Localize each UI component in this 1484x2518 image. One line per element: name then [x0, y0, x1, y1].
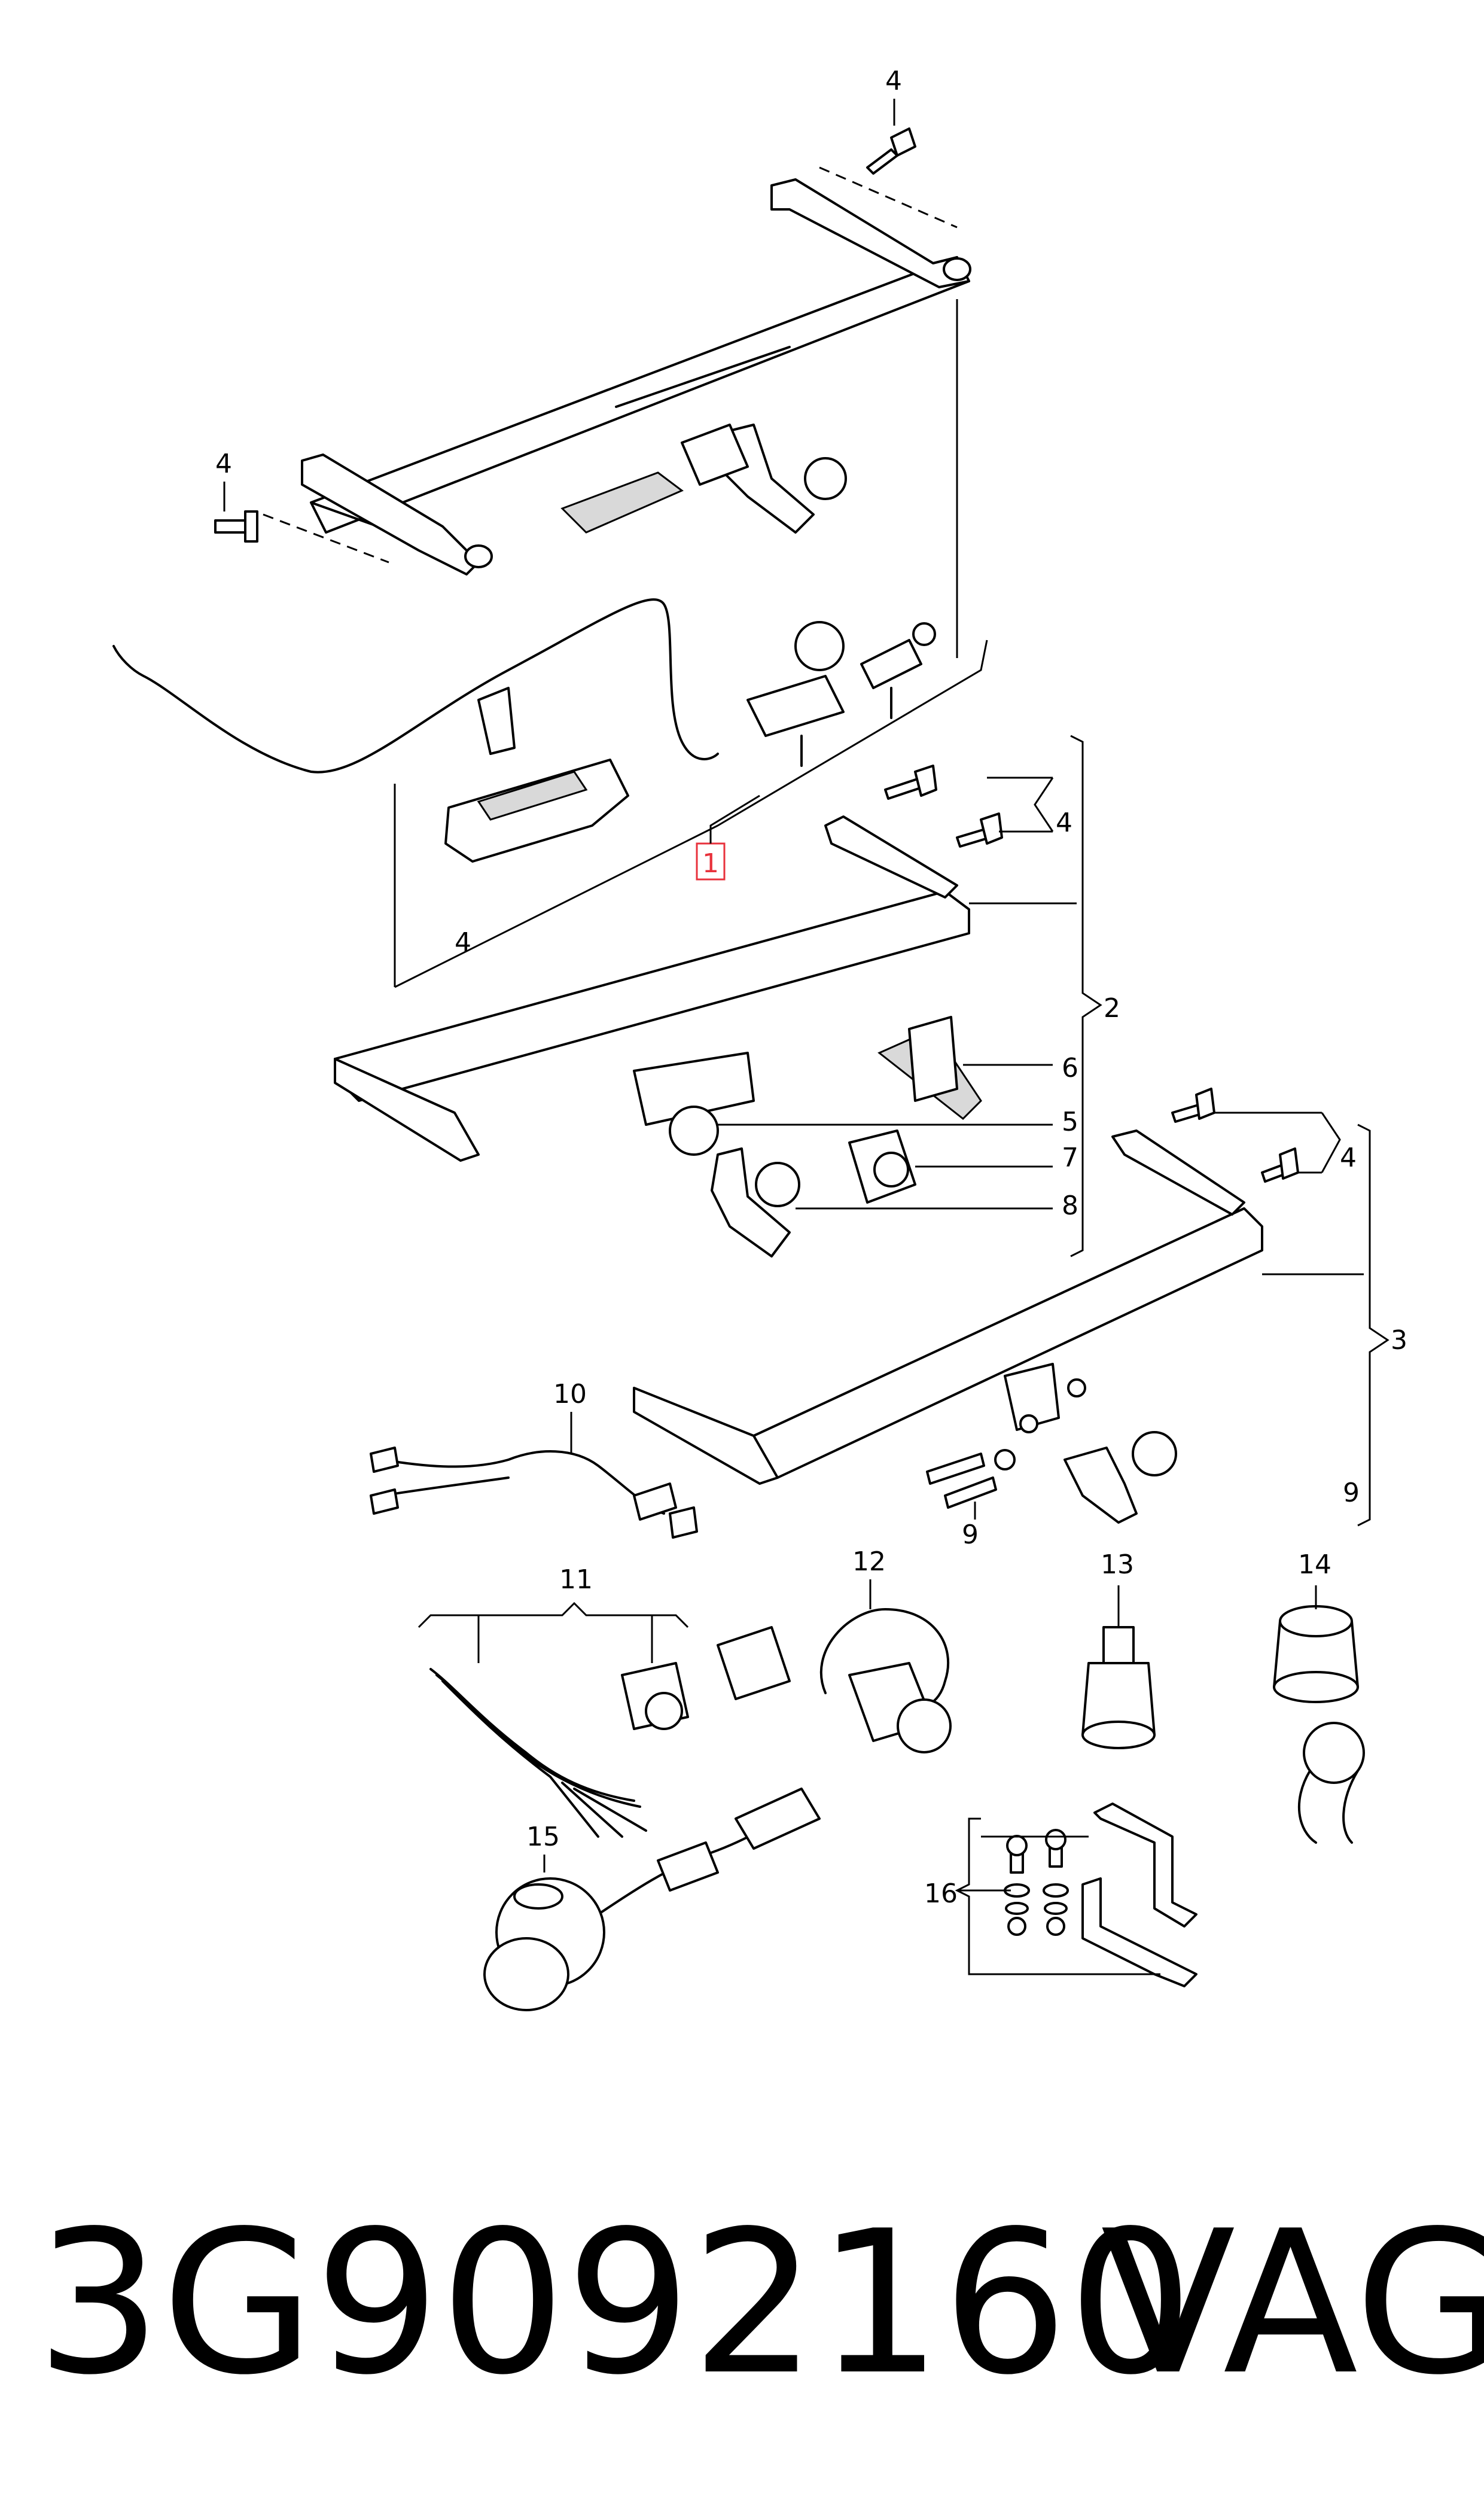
wiring-loom-10: [370, 1447, 698, 1539]
wire-bundle-11: [429, 1662, 689, 1838]
callout-8: 8: [1062, 1191, 1078, 1221]
callout-6: 6: [1062, 1053, 1078, 1083]
callout-4-left: 4: [215, 449, 232, 479]
tow-bar-assembly-2: [334, 765, 1003, 1258]
part-number: 3G9092160: [36, 2188, 1194, 2418]
bolt-4-top-right: [866, 127, 916, 175]
socket-cover-6: [877, 1016, 982, 1121]
callout-4-top: 4: [885, 66, 902, 96]
callout-13: 13: [1101, 1549, 1134, 1580]
callout-16: 16: [924, 1878, 958, 1909]
callout-15: 15: [526, 1822, 560, 1852]
callout-4-right: 4: [1340, 1143, 1357, 1173]
callout-9-right: 9: [1343, 1478, 1360, 1508]
callout-1-highlight[interactable]: 1: [696, 842, 726, 881]
wiring-harness: [112, 598, 719, 863]
plug-13: [1081, 1626, 1156, 1749]
callout-10: 10: [553, 1379, 587, 1409]
tow-bar-assembly-3: [633, 1088, 1299, 1524]
socket-holder: [746, 621, 936, 767]
bracket-kit-16: [1004, 1803, 1197, 1987]
adapter-cable-12: [717, 1608, 952, 1753]
ball-cap-14: [1273, 1605, 1365, 1844]
callout-12: 12: [852, 1546, 886, 1577]
callout-9-bolt: 9: [962, 1520, 979, 1550]
adapter-socket-15: [483, 1788, 821, 2011]
callout-11: 11: [559, 1564, 593, 1595]
callout-3: 3: [1391, 1325, 1407, 1356]
socket-7: [848, 1129, 916, 1204]
callout-5: 5: [1062, 1107, 1078, 1137]
callout-7: 7: [1062, 1143, 1078, 1173]
callout-1: 1: [702, 848, 719, 879]
callout-14: 14: [1298, 1549, 1331, 1580]
callout-4-mid: 4: [1056, 808, 1072, 838]
tow-bar-assembly-top: [301, 178, 971, 576]
mounting-plate-5: [669, 1106, 719, 1156]
callout-2: 2: [1104, 993, 1120, 1024]
brand-name: VAG: [1101, 2188, 1484, 2418]
bolt-4-top-left: [214, 510, 258, 543]
footer: 3G9092160 VAG: [0, 2178, 1484, 2429]
